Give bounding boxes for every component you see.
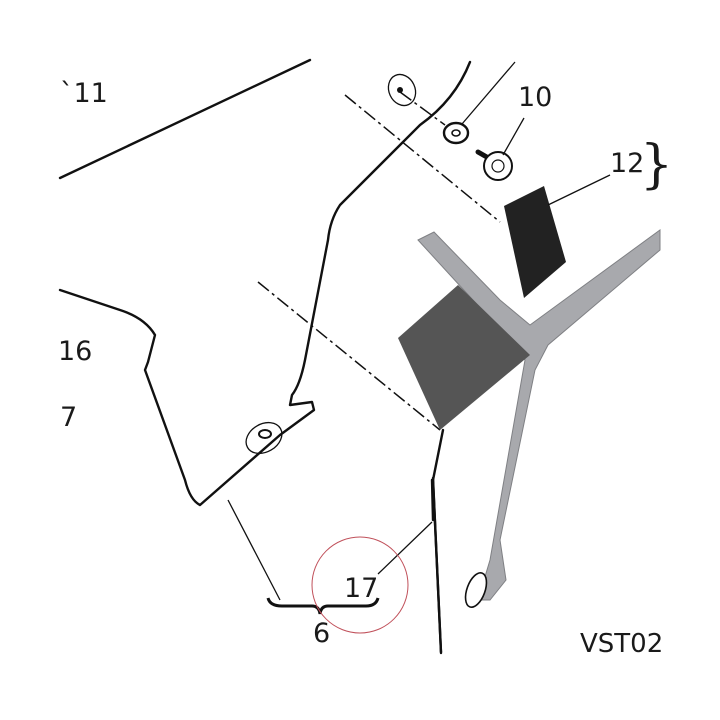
assembly-line-upper <box>344 94 501 223</box>
leader-line-10b <box>502 117 525 156</box>
callout-6: 6 <box>313 618 330 649</box>
dark-gray-panel-part <box>398 285 530 430</box>
drawing-code: VST02 <box>580 629 663 659</box>
vertical-strip-edge <box>431 476 443 655</box>
panel-hole-upper <box>387 73 417 107</box>
leader-line-10 <box>461 61 516 125</box>
callout-7: 7 <box>60 402 77 433</box>
callout-11: `11 <box>60 78 108 109</box>
leader-line-6 <box>227 499 281 601</box>
callout-17: 17 <box>344 573 378 604</box>
fairing-panel-outline <box>58 58 312 180</box>
fairing-panel-edge <box>58 60 472 507</box>
washer-hole <box>451 129 461 137</box>
panel-hole-lower-inner <box>258 429 272 439</box>
callout-16: 16 <box>58 336 92 367</box>
panel-hole-upper-inner <box>397 87 403 93</box>
bracket-6 <box>266 597 380 615</box>
callout-10: 10 <box>518 82 552 113</box>
frame-mount-hole <box>464 572 488 608</box>
screw-head-detail <box>491 159 505 173</box>
black-pad-part <box>504 186 566 298</box>
leader-line-17 <box>377 521 433 575</box>
screw-head <box>483 151 513 181</box>
leader-line-12 <box>547 174 611 206</box>
vertical-strip-part <box>430 428 445 654</box>
gray-frame-part <box>417 229 661 601</box>
highlight-circle <box>311 536 409 634</box>
assembly-line-fastener <box>399 91 446 126</box>
group-brace-12: } <box>640 135 673 195</box>
assembly-line-lower <box>257 281 441 431</box>
panel-hole-lower <box>245 421 283 455</box>
washer-part <box>442 121 470 145</box>
callout-12: 12 <box>610 148 644 179</box>
